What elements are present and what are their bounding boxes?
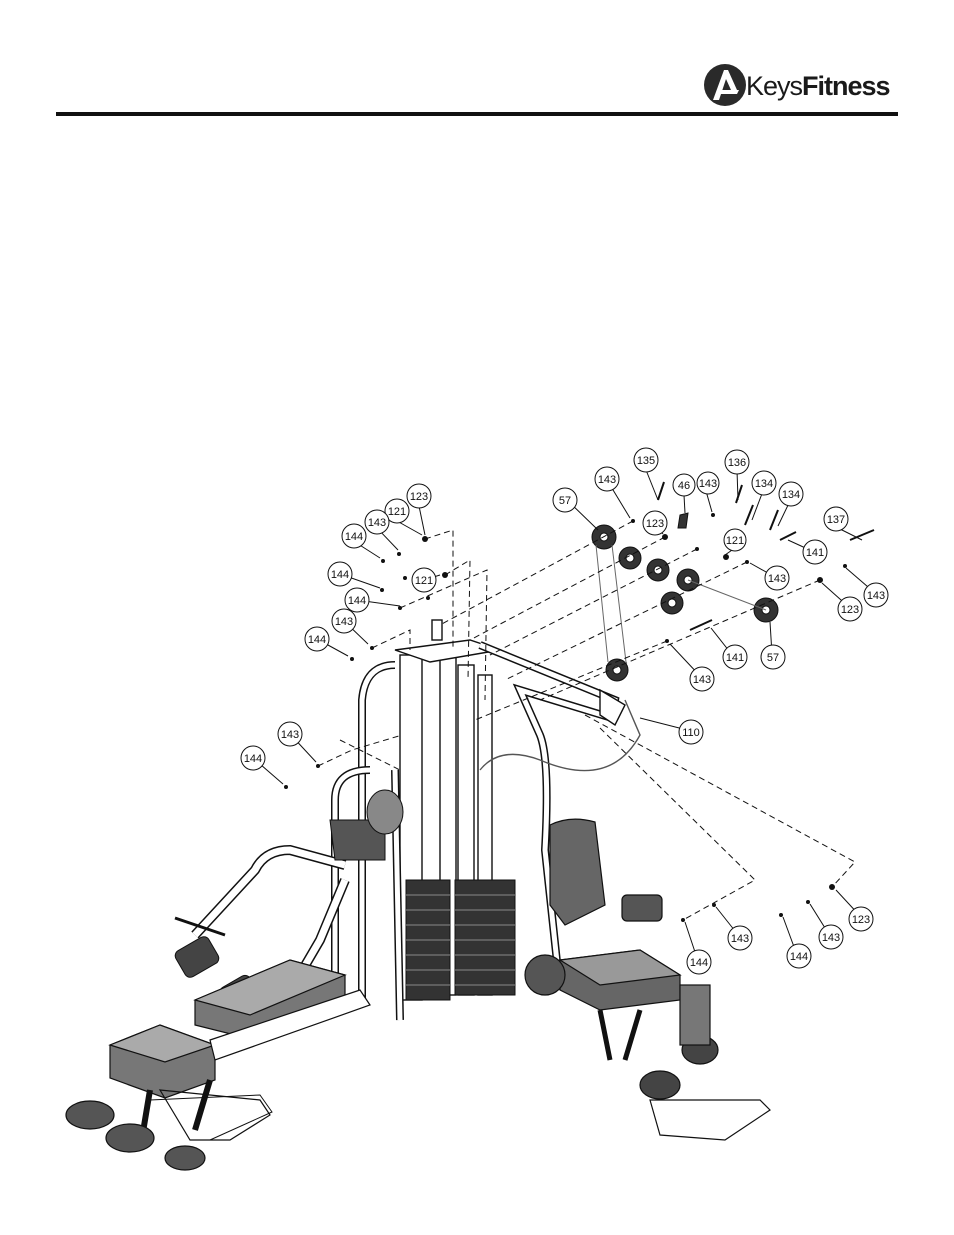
floor-plate-left xyxy=(150,1095,272,1140)
svg-text:143: 143 xyxy=(693,674,711,686)
callout-143-j: 143 xyxy=(819,925,843,949)
callout-144-e: 144 xyxy=(241,746,265,770)
svg-text:46: 46 xyxy=(678,480,690,492)
svg-text:57: 57 xyxy=(767,652,779,664)
svg-text:144: 144 xyxy=(244,753,262,765)
svg-text:121: 121 xyxy=(415,575,433,587)
svg-text:123: 123 xyxy=(410,491,428,503)
callout-46: 46 xyxy=(673,474,695,496)
svg-text:144: 144 xyxy=(345,531,363,543)
svg-text:134: 134 xyxy=(782,489,800,501)
callout-143-h: 143 xyxy=(690,667,714,691)
svg-text:123: 123 xyxy=(646,518,664,530)
svg-text:110: 110 xyxy=(682,727,700,739)
left-bench xyxy=(66,960,370,1170)
callout-134-b: 134 xyxy=(779,482,803,506)
svg-text:143: 143 xyxy=(598,474,616,486)
svg-text:123: 123 xyxy=(841,604,859,616)
callout-121-c: 121 xyxy=(724,529,746,551)
svg-text:141: 141 xyxy=(726,652,744,664)
svg-text:135: 135 xyxy=(637,455,655,467)
svg-text:143: 143 xyxy=(731,933,749,945)
callout-143-i: 143 xyxy=(728,926,752,950)
svg-text:141: 141 xyxy=(806,547,824,559)
callout-143-b: 143 xyxy=(332,609,356,633)
callout-144-b: 144 xyxy=(328,562,352,586)
callout-144-g: 144 xyxy=(787,944,811,968)
callout-137: 137 xyxy=(824,507,848,531)
callout-141-a: 141 xyxy=(803,540,827,564)
svg-text:123: 123 xyxy=(852,914,870,926)
callout-123-a: 123 xyxy=(407,484,431,508)
pulley-group xyxy=(592,525,778,681)
svg-text:134: 134 xyxy=(755,478,773,490)
callout-144-c: 144 xyxy=(345,588,369,612)
callout-110: 110 xyxy=(679,720,703,744)
callout-144-a: 144 xyxy=(342,524,366,548)
svg-text:144: 144 xyxy=(308,634,326,646)
callout-135: 135 xyxy=(634,448,658,472)
svg-text:136: 136 xyxy=(728,457,746,469)
svg-text:143: 143 xyxy=(368,517,386,529)
callout-143-f: 143 xyxy=(765,566,789,590)
svg-text:121: 121 xyxy=(726,535,744,547)
weight-stack-left xyxy=(406,880,450,1000)
callout-123-b: 123 xyxy=(643,511,667,535)
callout-143-g: 143 xyxy=(864,583,888,607)
callout-57-a: 57 xyxy=(553,488,577,512)
svg-text:57: 57 xyxy=(559,495,571,507)
svg-text:144: 144 xyxy=(690,957,708,969)
callout-123-c: 123 xyxy=(838,597,862,621)
callout-143-c: 143 xyxy=(278,722,302,746)
svg-text:143: 143 xyxy=(768,573,786,585)
callout-144-f: 144 xyxy=(687,950,711,974)
svg-text:144: 144 xyxy=(348,595,366,607)
svg-text:144: 144 xyxy=(331,569,349,581)
right-seat-assembly xyxy=(525,819,770,1140)
callout-141-b: 141 xyxy=(723,645,747,669)
weight-stack-right xyxy=(455,880,515,995)
callout-123-d: 123 xyxy=(849,907,873,931)
callout-57-b: 57 xyxy=(761,645,785,669)
callout-143-e: 143 xyxy=(697,472,719,494)
svg-text:137: 137 xyxy=(827,514,845,526)
svg-text:143: 143 xyxy=(281,729,299,741)
callout-143-a: 143 xyxy=(365,510,389,534)
callout-134-a: 134 xyxy=(752,471,776,495)
svg-text:121: 121 xyxy=(388,506,406,518)
callout-143-d: 143 xyxy=(595,467,619,491)
svg-text:143: 143 xyxy=(822,932,840,944)
callout-144-d: 144 xyxy=(305,627,329,651)
svg-text:143: 143 xyxy=(335,616,353,628)
svg-text:143: 143 xyxy=(867,590,885,602)
callout-121-b: 121 xyxy=(412,568,436,592)
svg-text:143: 143 xyxy=(699,478,717,490)
svg-text:144: 144 xyxy=(790,951,808,963)
callout-136: 136 xyxy=(725,450,749,474)
